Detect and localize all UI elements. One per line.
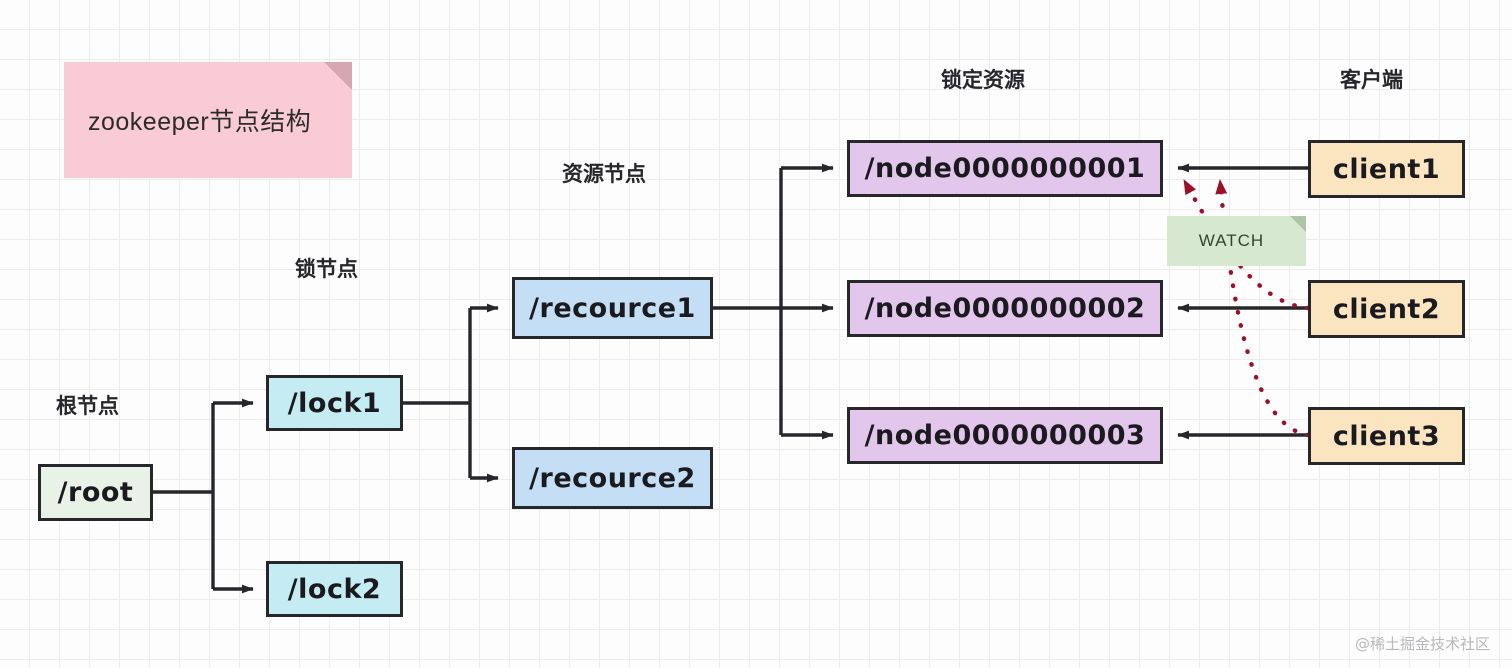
- node-recource1[interactable]: /recource1: [512, 277, 713, 339]
- title-sticky-note-label: zookeeper节点结构: [88, 108, 312, 136]
- watch-sticky-note-label: WATCH: [1198, 231, 1265, 250]
- node-node0000000002[interactable]: /node0000000002: [847, 280, 1163, 337]
- note-fold-corner-icon: [324, 62, 352, 90]
- note-fold-corner-icon: [1290, 216, 1306, 232]
- caption-lock-node: 锁节点: [295, 257, 358, 281]
- watermark: @稀土掘金技术社区: [1354, 635, 1490, 653]
- node-lock2[interactable]: /lock2: [266, 561, 403, 617]
- title-sticky-note: zookeeper节点结构: [64, 62, 352, 178]
- node-node0000000003[interactable]: /node0000000003: [847, 407, 1163, 464]
- caption-root-node: 根节点: [56, 394, 119, 418]
- node-recource2[interactable]: /recource2: [512, 447, 713, 509]
- node-client2[interactable]: client2: [1308, 280, 1465, 338]
- node-client1[interactable]: client1: [1308, 140, 1465, 198]
- watch-sticky-note: WATCH: [1167, 216, 1306, 266]
- caption-client: 客户端: [1340, 68, 1403, 92]
- node-client3[interactable]: client3: [1308, 407, 1465, 465]
- caption-resource-node: 资源节点: [562, 162, 646, 186]
- caption-locked-resource: 锁定资源: [941, 68, 1025, 92]
- node-node0000000001[interactable]: /node0000000001: [847, 140, 1163, 197]
- node-root[interactable]: /root: [38, 464, 153, 521]
- node-lock1[interactable]: /lock1: [266, 375, 403, 431]
